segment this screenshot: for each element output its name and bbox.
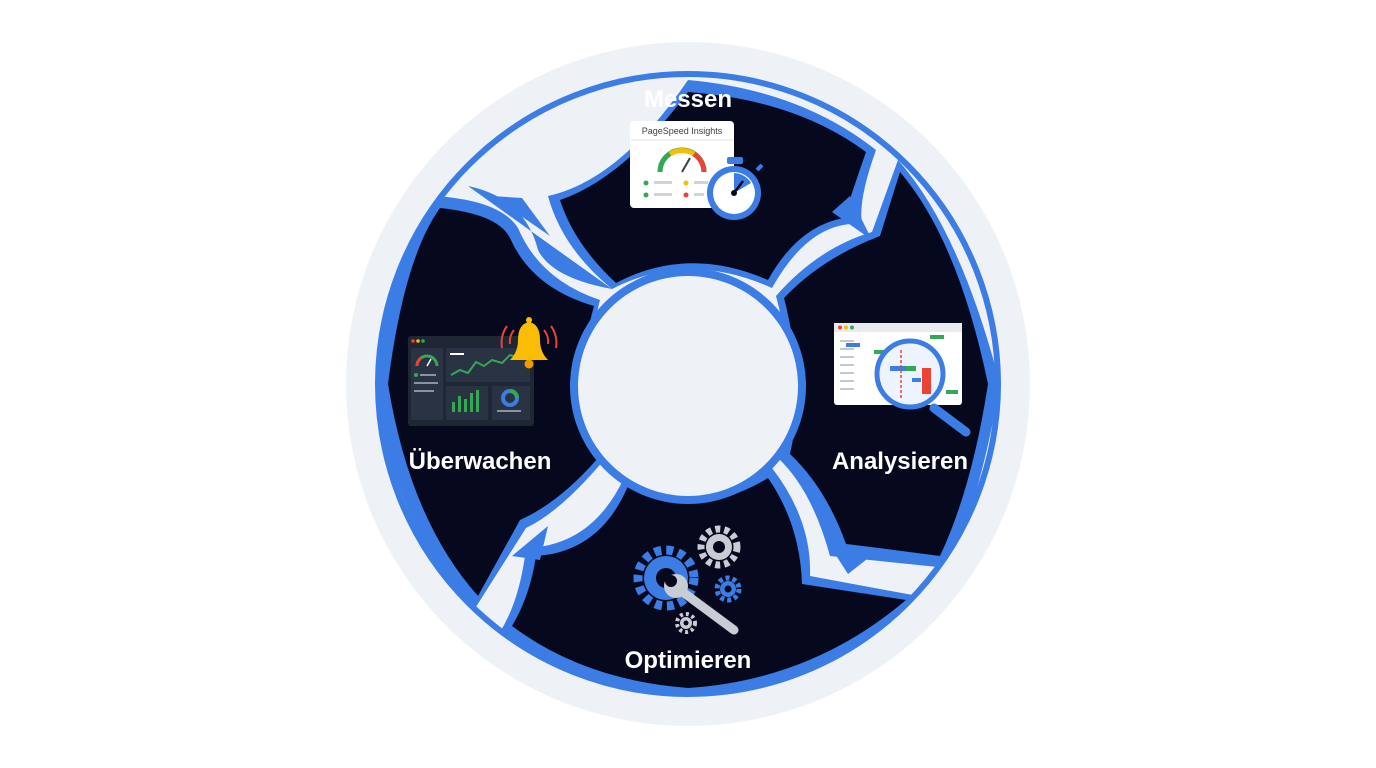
arrow-head-to-ueberwachen [512,526,548,560]
hub [578,276,798,496]
arrow-head-to-messen [492,196,550,236]
diagram-border [375,71,1001,697]
pagespeed-card-title: PageSpeed Insights [642,126,723,136]
stage-label-messen: Messen [644,86,732,113]
stopwatch-icon [707,157,764,220]
arrow-head-to-optimieren [826,540,876,574]
arrow-head-to-analysieren [832,196,872,240]
magnifier-icon [874,338,971,437]
stage-label-ueberwachen: Überwachen [409,448,552,475]
dashboard-icon [408,336,534,426]
wrench-icon [664,574,739,635]
bell-icon [500,317,558,369]
stage-label-analysieren: Analysieren [832,448,968,475]
segment-optimieren [500,468,918,694]
stage-label-optimieren: Optimieren [625,647,752,674]
